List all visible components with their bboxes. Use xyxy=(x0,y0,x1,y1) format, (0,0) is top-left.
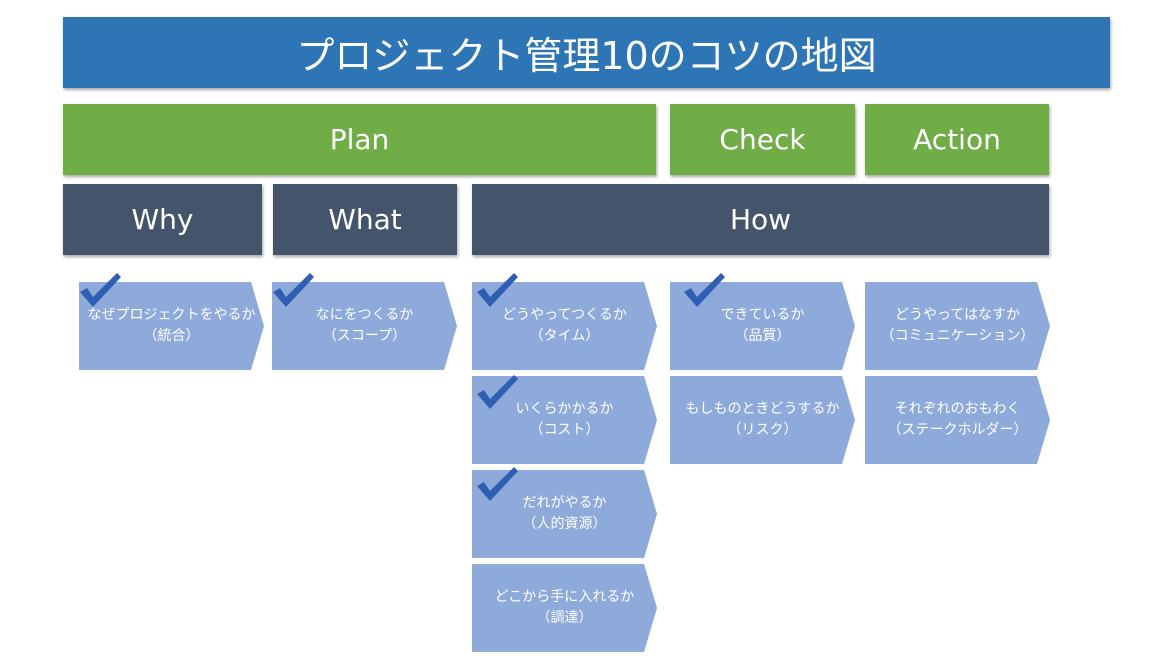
question-what: What xyxy=(273,184,457,255)
card-communication-area: （コミュニケーション） xyxy=(880,328,1035,344)
card-quality-area: （品質） xyxy=(734,328,791,344)
card-risk-title: もしものときどうするか xyxy=(685,401,840,417)
question-how: How xyxy=(472,184,1049,255)
card-scope-area: （スコープ） xyxy=(322,328,407,344)
card-quality-title: できているか xyxy=(720,307,805,323)
card-time-body: どうやってつくるか （タイム） xyxy=(472,282,657,370)
card-integration-title: なぜプロジェクトをやるか xyxy=(87,307,256,323)
card-integration-body: なぜプロジェクトをやるか （統合） xyxy=(79,282,264,370)
phase-check: Check xyxy=(670,104,855,175)
card-time-title: どうやってつくるか xyxy=(502,307,627,323)
card-time-area: （タイム） xyxy=(529,328,600,344)
card-hr-area: （人的資源） xyxy=(522,516,607,532)
phase-action: Action xyxy=(865,104,1049,175)
card-quality-body: できているか （品質） xyxy=(670,282,855,370)
card-procurement-area: （調達） xyxy=(536,610,593,626)
card-risk-area: （リスク） xyxy=(727,422,798,438)
card-scope-body: なにをつくるか （スコープ） xyxy=(272,282,457,370)
card-procurement-body: どこから手に入れるか （調達） xyxy=(472,564,657,652)
card-procurement-title: どこから手に入れるか xyxy=(494,589,635,605)
card-hr-body: だれがやるか （人的資源） xyxy=(472,470,657,558)
card-cost-area: （コスト） xyxy=(529,422,600,438)
page-title: プロジェクト管理10のコツの地図 xyxy=(63,17,1110,88)
card-stakeholder-body: それぞれのおもわく （ステークホルダー） xyxy=(865,376,1050,464)
card-risk-body: もしものときどうするか （リスク） xyxy=(670,376,855,464)
card-stakeholder-area: （ステークホルダー） xyxy=(887,422,1028,438)
card-stakeholder-title: それぞれのおもわく xyxy=(894,401,1021,417)
card-cost-title: いくらかかるか xyxy=(515,401,614,417)
card-communication-body: どうやってはなすか （コミュニケーション） xyxy=(865,282,1050,370)
card-hr-title: だれがやるか xyxy=(522,495,607,511)
card-cost-body: いくらかかるか （コスト） xyxy=(472,376,657,464)
question-why: Why xyxy=(63,184,262,255)
phase-plan: Plan xyxy=(63,104,656,175)
card-communication-title: どうやってはなすか xyxy=(894,307,1021,323)
card-scope-title: なにをつくるか xyxy=(315,307,414,323)
card-integration-area: （統合） xyxy=(143,328,200,344)
